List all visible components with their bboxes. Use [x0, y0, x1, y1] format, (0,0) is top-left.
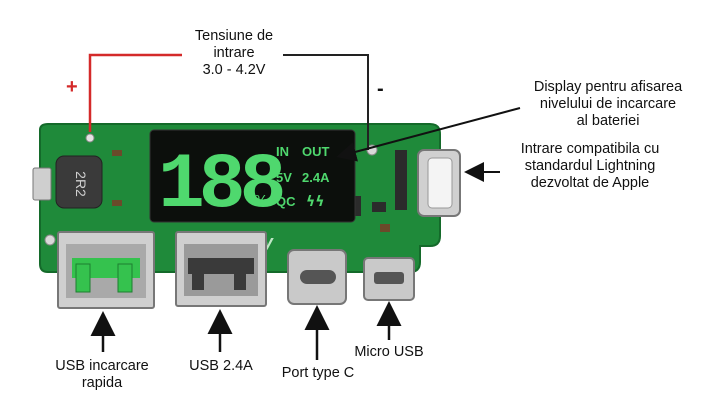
lightning-slot: [427, 157, 453, 209]
usb-fast-pin: [75, 263, 91, 293]
usb-fast-pin: [117, 263, 133, 293]
micro-usb-label: Micro USB: [354, 344, 424, 360]
usb-24-label: USB 2.4A: [189, 358, 253, 374]
smd-part: [380, 224, 390, 232]
usb-24-pin: [192, 266, 204, 290]
plus-sign: +: [66, 76, 78, 98]
display-label: Display pentru afisarea nivelului de inc…: [533, 79, 683, 129]
display-bolts: ϟϟ: [306, 194, 324, 210]
type-c-opening: [300, 270, 336, 284]
voltage-label: Tensiune de intrare 3.0 - 4.2V: [194, 28, 274, 78]
display-in: IN: [276, 144, 289, 159]
display-volts: 5V: [276, 170, 292, 185]
display-amps: 2.4A: [302, 170, 330, 185]
display-out: OUT: [302, 144, 330, 159]
smd-part: [372, 202, 386, 212]
micro-usb-opening: [374, 272, 404, 284]
display-percent: %: [254, 193, 268, 210]
mount-hole-top: [85, 133, 95, 143]
smd-part: [112, 150, 122, 156]
usb-fast-label: USB incarcare rapida: [55, 358, 149, 391]
display-digits: 188: [158, 142, 283, 230]
lcd-display: [149, 129, 356, 223]
plus-wire: [88, 53, 182, 132]
side-connector: [32, 167, 52, 201]
display-qc: QC: [276, 194, 296, 209]
smd-part: [395, 150, 407, 210]
minus-wire: [283, 54, 369, 150]
type-c-label: Port type C: [281, 365, 355, 381]
display-arrow: [336, 107, 521, 162]
inductor: [55, 155, 103, 209]
usb-24-pin: [234, 266, 246, 290]
smd-part: [112, 200, 122, 206]
inductor-mark: 2R2: [73, 171, 89, 197]
lightning-label: Intrare compatibila cu standardul Lightn…: [520, 141, 660, 191]
mount-hole-left: [44, 234, 56, 246]
minus-sign: -: [377, 78, 384, 100]
